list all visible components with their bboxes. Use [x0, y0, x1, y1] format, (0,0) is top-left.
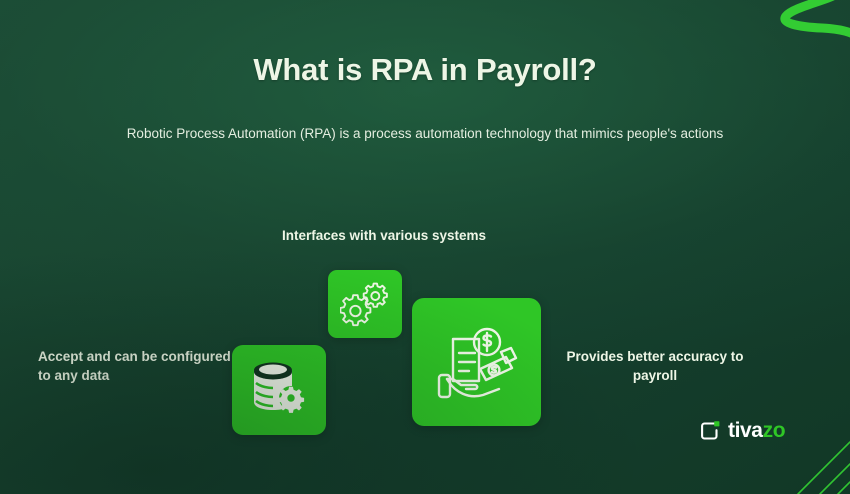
slide-title: What is RPA in Payroll? [253, 52, 597, 87]
caption-interfaces: Interfaces with various systems [281, 228, 487, 243]
logo-wordmark: tivazo [728, 419, 786, 442]
gears-tile [328, 270, 402, 338]
caption-accept-data: Accept and can be configured to any data [38, 349, 231, 383]
logo[interactable]: tivazo [699, 419, 786, 442]
tivazo-bracket-icon [701, 421, 720, 440]
payroll-tile [412, 298, 541, 426]
database-gear-icon [254, 362, 305, 413]
logo-word-part1: tiva [728, 419, 763, 442]
gears-icon [340, 282, 388, 327]
logo-word-part2: zo [762, 419, 786, 442]
slide-subtitle: Robotic Process Automation (RPA) is a pr… [126, 126, 724, 141]
caption-accuracy: Provides better accuracy to payroll [566, 349, 744, 383]
zigzag-stroke-icon [780, 0, 850, 38]
hand-holding-money-icon [437, 327, 517, 399]
diagonal-lines-icon [797, 441, 850, 494]
database-tile [232, 345, 326, 435]
